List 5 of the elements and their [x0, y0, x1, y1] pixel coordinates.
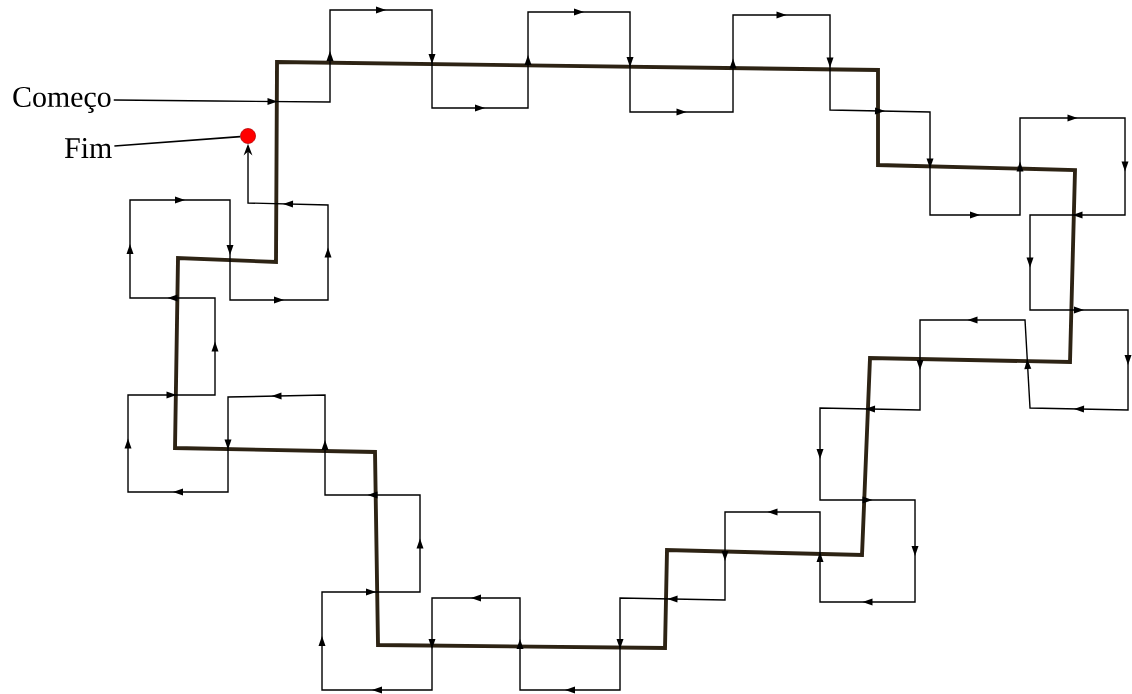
- label-text: Fim: [64, 138, 112, 158]
- end-dot: [240, 128, 256, 144]
- route-line: [113, 6, 1132, 694]
- leader-line: [113, 135, 241, 147]
- label-text: Começo: [13, 86, 111, 114]
